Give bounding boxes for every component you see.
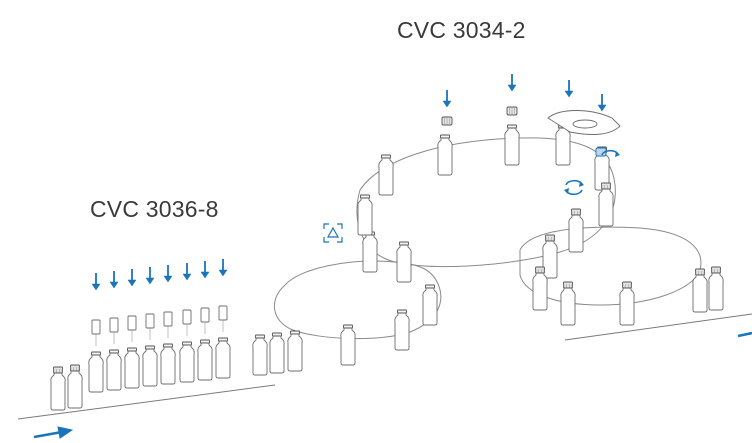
floor-line-left <box>17 384 276 420</box>
transfer-bottles <box>252 231 438 376</box>
flow-direction-arrow-icon <box>33 426 74 439</box>
floor-line-right <box>564 313 752 341</box>
starwheel-lower <box>273 260 442 340</box>
outfeed-bottles <box>532 266 724 326</box>
capper-bottles <box>357 121 614 279</box>
filler-machine-label: CVC 3036-8 <box>90 196 219 222</box>
down-arrow-icon <box>597 93 607 112</box>
down-arrow-icon <box>442 89 452 108</box>
down-arrow-icon <box>564 79 574 98</box>
filler-station <box>91 258 228 346</box>
filler-bottle-row <box>50 337 231 411</box>
rotate-arrow-icon <box>564 179 584 196</box>
rotate-arrow-icon <box>601 149 620 157</box>
capping-head <box>547 110 621 157</box>
capper-machine-label: CVC 3034-2 <box>397 17 526 43</box>
warning-sensor-icon <box>323 223 343 243</box>
flow-direction-arrow-icon <box>737 331 752 338</box>
down-arrow-icon <box>507 73 517 92</box>
